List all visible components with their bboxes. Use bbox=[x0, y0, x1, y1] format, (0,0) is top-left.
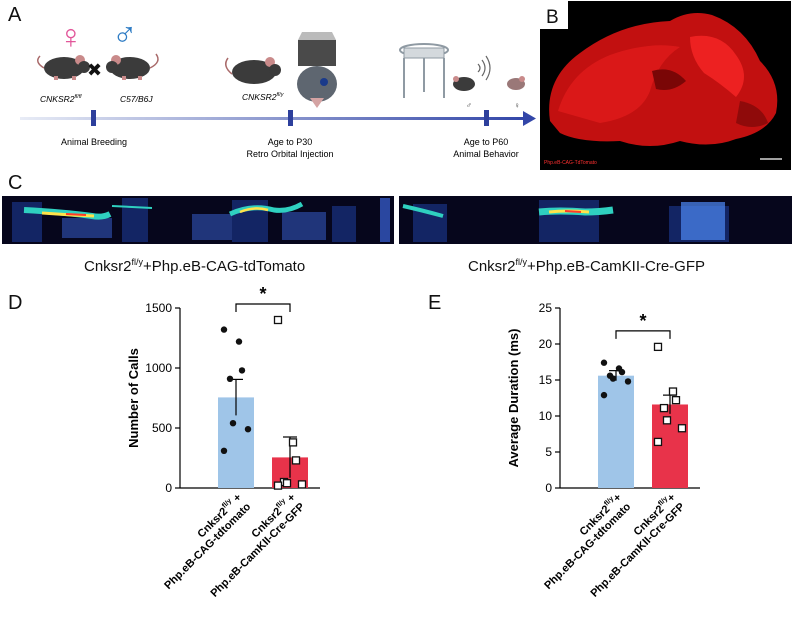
panel-label-d: D bbox=[8, 292, 23, 314]
data-point bbox=[662, 416, 672, 425]
data-point bbox=[273, 481, 283, 490]
timeline-tick bbox=[288, 110, 293, 126]
y-tick-label: 15 bbox=[539, 373, 553, 387]
data-point bbox=[273, 315, 283, 325]
data-point bbox=[618, 368, 626, 376]
spectrogram-left bbox=[2, 196, 394, 244]
data-point bbox=[677, 424, 687, 433]
timeline-bar bbox=[20, 117, 525, 120]
timeline-label: Animal Behavior bbox=[453, 149, 519, 159]
y-tick-label: 25 bbox=[539, 301, 553, 315]
panel-label-b: B bbox=[546, 7, 559, 28]
data-point bbox=[668, 387, 678, 396]
y-tick-label: 500 bbox=[152, 421, 172, 435]
y-tick-label: 20 bbox=[539, 337, 553, 351]
data-point bbox=[282, 479, 292, 488]
y-axis-label: Number of Calls bbox=[126, 348, 141, 448]
x-tick-label: Php.eB-CAG-tdtomato bbox=[162, 501, 253, 592]
y-tick-label: 10 bbox=[539, 409, 553, 423]
timeline-tick bbox=[484, 110, 489, 126]
panel-a-graphic: ♀ ♂ ✖ CNKSR2fl/fl C57/B6J CNKSR2fl/y bbox=[20, 16, 536, 159]
behavior-chamber-icon bbox=[399, 43, 449, 98]
mouse-icon bbox=[37, 55, 90, 80]
y-tick-label: 1000 bbox=[145, 361, 172, 375]
data-point bbox=[220, 447, 228, 454]
significance-marker: * bbox=[639, 311, 646, 331]
significance-bracket bbox=[615, 330, 671, 339]
data-point bbox=[229, 420, 237, 427]
y-tick-label: 0 bbox=[545, 481, 552, 495]
injected-mouse-label: CNKSR2fl/y bbox=[242, 92, 285, 102]
mouse-icon bbox=[106, 53, 159, 80]
data-point bbox=[600, 359, 608, 366]
panel-label-a: A bbox=[8, 4, 22, 26]
parent-left-label: CNKSR2fl/fl bbox=[40, 94, 82, 104]
spectrogram-left-title: Cnksr2fl/y+Php.eB-CAG-tdTomato bbox=[84, 257, 306, 275]
mouse-icon bbox=[453, 76, 475, 91]
data-point bbox=[244, 426, 252, 433]
data-point bbox=[653, 342, 663, 352]
data-point bbox=[220, 326, 228, 333]
data-point bbox=[609, 375, 617, 382]
brain-section-image: B Php.eB-CAG-TdTomato bbox=[540, 1, 791, 170]
x-tick-label: Php.eB-CAG-tdtomato bbox=[542, 501, 633, 592]
significance-marker: * bbox=[259, 284, 266, 304]
data-point bbox=[238, 367, 246, 374]
timeline-label: Animal Breeding bbox=[61, 137, 127, 147]
small-female-symbol: ♀ bbox=[514, 101, 520, 110]
timeline-arrowhead bbox=[523, 111, 536, 126]
spectrogram-right-title: Cnksr2fl/y+Php.eB-CamKII-Cre-GFP bbox=[468, 257, 705, 275]
y-tick-label: 0 bbox=[165, 481, 172, 495]
data-point bbox=[600, 391, 608, 399]
parent-right-label: C57/B6J bbox=[120, 94, 153, 104]
cross-symbol: ✖ bbox=[87, 60, 102, 80]
data-point bbox=[288, 438, 298, 447]
mouse-icon bbox=[507, 76, 525, 90]
data-point bbox=[297, 480, 307, 489]
male-symbol: ♂ bbox=[112, 16, 138, 54]
y-tick-label: 5 bbox=[545, 445, 552, 459]
data-point bbox=[653, 437, 663, 447]
timeline-label: Age to P60 bbox=[464, 137, 509, 147]
female-symbol: ♀ bbox=[58, 18, 84, 56]
spectrogram-right bbox=[399, 196, 792, 244]
timeline-label: Age to P30 bbox=[268, 137, 313, 147]
sound-waves-icon bbox=[477, 55, 491, 81]
data-point bbox=[235, 338, 243, 345]
brain-image-caption: Php.eB-CAG-TdTomato bbox=[544, 160, 597, 166]
data-point bbox=[291, 456, 301, 465]
mouse-icon bbox=[225, 57, 281, 84]
y-tick-label: 1500 bbox=[145, 301, 172, 315]
injection-icon bbox=[297, 32, 337, 108]
timeline-label: Retro Orbital Injection bbox=[246, 149, 333, 159]
data-point bbox=[671, 396, 681, 405]
timeline-tick bbox=[91, 110, 96, 126]
small-male-symbol: ♂ bbox=[466, 101, 472, 110]
chart-e: Average Duration (ms)0510152025*Cnksr2fl… bbox=[506, 301, 700, 600]
significance-bracket bbox=[235, 303, 291, 312]
data-point bbox=[624, 378, 632, 385]
y-axis-label: Average Duration (ms) bbox=[506, 329, 521, 468]
panel-label-e: E bbox=[428, 292, 442, 314]
panel-label-c: C bbox=[8, 172, 23, 194]
data-point bbox=[226, 375, 234, 382]
data-point bbox=[659, 403, 669, 413]
